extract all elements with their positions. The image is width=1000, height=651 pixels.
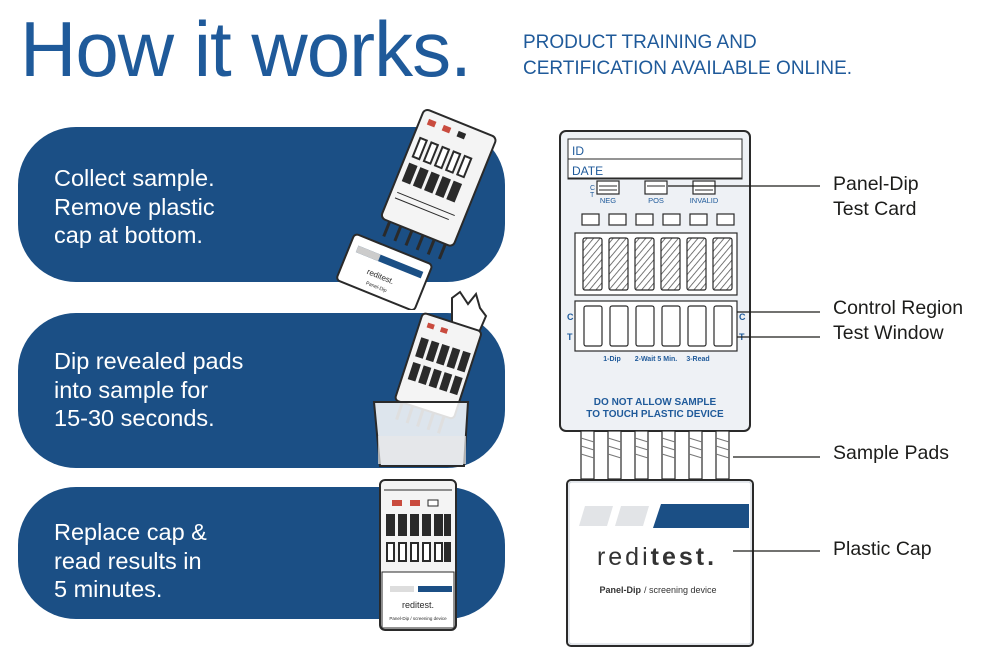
page-title: How it works. [20, 5, 472, 93]
step-line: Remove plastic [54, 193, 215, 220]
training-note: PRODUCT TRAINING AND CERTIFICATION AVAIL… [523, 30, 852, 82]
callout-plastic-cap: Plastic Cap [833, 538, 932, 560]
card-date-label: DATE [572, 164, 603, 178]
callout-test-window: Test Window [833, 322, 944, 344]
card-warning-line-2: TO TOUCH PLASTIC DEVICE [586, 409, 724, 420]
capped-card-illustration: reditest. Panel-Dip / screening device [379, 479, 457, 631]
callout-sample-pads: Sample Pads [833, 442, 949, 464]
callout-panel-dip-test-card: Panel-Dip Test Card [833, 172, 919, 222]
key-invalid: INVALID [690, 196, 719, 205]
key-pos: POS [648, 196, 664, 205]
key-c-mark: C [590, 185, 595, 192]
svg-text:Panel-Dip / screening device: Panel-Dip / screening device [389, 616, 447, 621]
window-t-left: T [567, 332, 573, 342]
card-id-label: ID [572, 144, 584, 158]
window-step-wait: 2-Wait 5 Min. [635, 356, 678, 363]
window-step-dip: 1-Dip [603, 356, 621, 363]
callout-line: Test Card [833, 198, 917, 220]
step-text: Collect sample. Remove plastic cap at bo… [54, 164, 215, 250]
training-note-line-2: CERTIFICATION AVAILABLE ONLINE. [523, 58, 853, 79]
callout-line: Panel-Dip [833, 173, 919, 195]
window-c-right: C [739, 312, 746, 322]
step-line: cap at bottom. [54, 222, 203, 248]
step-text: Replace cap & read results in 5 minutes. [54, 518, 207, 604]
collect-sample-illustration: reditest. Panel-Dip [336, 108, 497, 310]
window-step-read: 3-Read [686, 356, 709, 363]
step-text: Dip revealed pads into sample for 15-30 … [54, 347, 243, 433]
card-warning-line-1: DO NOT ALLOW SAMPLE [594, 397, 717, 408]
step-line: into sample for [54, 376, 209, 403]
step-line: 15-30 seconds. [54, 405, 215, 431]
panel-dip-test-card-diagram: ID DATE C T NEG POS INVALID C T C T 1-Di… [559, 130, 754, 647]
step-line: 5 minutes. [54, 576, 163, 602]
training-note-line-1: PRODUCT TRAINING AND [523, 32, 757, 53]
step-line: Replace cap & [54, 519, 207, 545]
svg-text:reditest.: reditest. [402, 600, 434, 610]
cap-product: Panel-Dip/ screening device [599, 585, 716, 595]
step-line: Dip revealed pads [54, 348, 244, 374]
step-line: Collect sample. [54, 165, 215, 191]
dip-sample-illustration [372, 290, 488, 467]
callout-control-region: Control Region [833, 297, 964, 319]
key-neg: NEG [600, 196, 616, 205]
window-c-left: C [567, 312, 574, 322]
step-line: read results in [54, 547, 202, 574]
key-t-mark: T [590, 192, 595, 199]
cap-brand: reditest. [597, 543, 717, 571]
